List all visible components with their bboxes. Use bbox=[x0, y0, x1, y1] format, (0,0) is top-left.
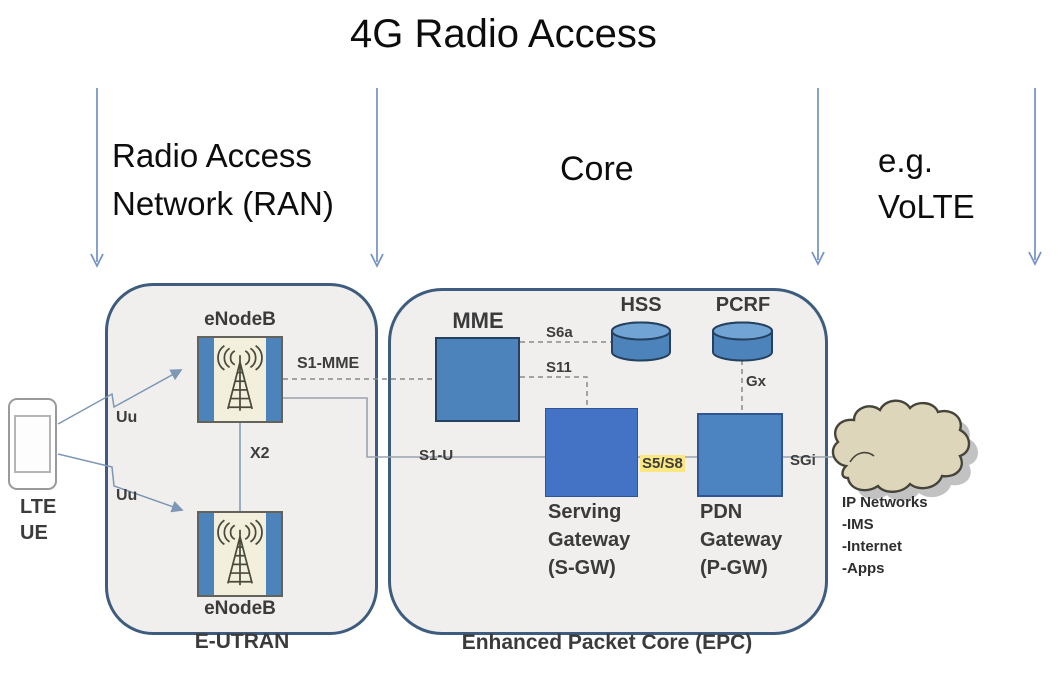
ue-phone-icon bbox=[8, 398, 57, 490]
pcrf-label: PCRF bbox=[715, 294, 771, 316]
gx-interface-label: Gx bbox=[746, 373, 767, 390]
ip-networks-label: IP Networks -IMS -Internet -Apps bbox=[842, 494, 928, 577]
uu-interface-label-top: Uu bbox=[116, 409, 138, 426]
s5-s8-interface-label: S5/S8 bbox=[640, 455, 685, 472]
enodeb-side-bar bbox=[266, 513, 281, 595]
section-label-ran: Radio Access Network (RAN) bbox=[112, 137, 334, 222]
cloud-icon bbox=[831, 399, 978, 501]
section-arrow-ran-right bbox=[370, 88, 384, 268]
section-label-core: Core bbox=[560, 150, 634, 188]
s11-interface-label: S11 bbox=[546, 359, 572, 376]
epc-label: Enhanced Packet Core (EPC) bbox=[461, 631, 753, 654]
section-arrow-core-right bbox=[811, 88, 825, 266]
sgw-label: Serving Gateway (S-GW) bbox=[548, 501, 631, 579]
phone-screen bbox=[14, 415, 51, 473]
s6a-interface-label: S6a bbox=[546, 324, 573, 341]
s1-mme-interface-label: S1-MME bbox=[297, 355, 360, 372]
ue-label: LTE UE bbox=[20, 496, 57, 544]
section-label-volte: e.g. VoLTE bbox=[878, 142, 975, 225]
sgw-node bbox=[545, 408, 638, 497]
s1-u-interface-label: S1-U bbox=[419, 447, 454, 464]
enodeb-side-bar bbox=[199, 338, 214, 421]
enodeb-side-bar bbox=[266, 338, 281, 421]
section-arrow-ran-left bbox=[90, 88, 104, 268]
eutran-label: E-UTRAN bbox=[194, 630, 290, 653]
page-title: 4G Radio Access bbox=[350, 12, 657, 56]
uu-interface-label-bottom: Uu bbox=[116, 487, 138, 504]
enodeb-top-label: eNodeB bbox=[204, 309, 276, 330]
section-arrow-volte-right bbox=[1028, 88, 1042, 266]
enodeb-top-node bbox=[197, 336, 283, 423]
enodeb-bottom-label: eNodeB bbox=[204, 598, 276, 619]
enodeb-antenna-icon bbox=[217, 344, 263, 411]
sgi-interface-label: SGi bbox=[790, 452, 816, 469]
pgw-node bbox=[697, 413, 783, 497]
x2-interface-label: X2 bbox=[250, 445, 270, 462]
mme-label: MME bbox=[452, 308, 504, 333]
enodeb-bottom-node bbox=[197, 511, 283, 597]
enodeb-side-bar bbox=[199, 513, 214, 595]
enodeb-antenna-icon bbox=[217, 519, 263, 586]
hss-label: HSS bbox=[620, 294, 662, 316]
pgw-label: PDN Gateway (P-GW) bbox=[700, 501, 783, 579]
mme-node bbox=[435, 337, 520, 422]
